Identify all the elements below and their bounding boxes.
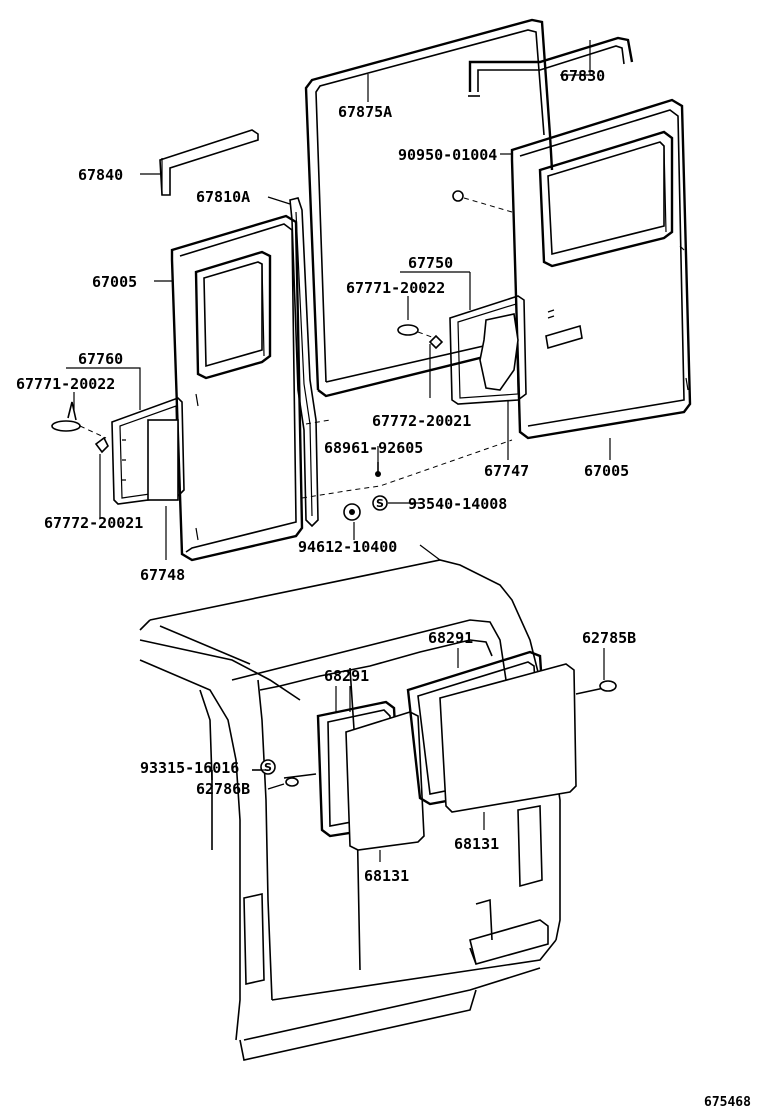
label-67005-right: 67005 (584, 462, 629, 480)
label-67772-left: 67772-20021 (44, 514, 143, 532)
weatherstrip-67875A (304, 18, 554, 398)
clip-90950 (452, 190, 513, 213)
label-67750: 67750 (408, 254, 453, 272)
upper-channel-67830 (468, 36, 634, 97)
label-68131-right: 68131 (454, 835, 499, 853)
label-90950: 90950-01004 (398, 146, 497, 164)
leader-lines (66, 40, 611, 862)
label-67875A: 67875A (338, 103, 392, 121)
right-door-67005 (510, 98, 692, 440)
left-trim-board-67748 (111, 397, 185, 505)
washer-94612 (343, 503, 361, 521)
label-62786B: 62786B (196, 780, 250, 798)
channel-67840 (159, 129, 259, 196)
label-67830: 67830 (560, 67, 605, 85)
label-67005-left: 67005 (92, 273, 137, 291)
figure-number: 675468 (704, 1095, 751, 1110)
label-68961: 68961-92605 (324, 439, 423, 457)
right-inner-handle (397, 324, 444, 350)
label-67772-right: 67772-20021 (372, 412, 471, 430)
screw-symbol-93540: S (372, 495, 388, 511)
label-67747: 67747 (484, 462, 529, 480)
label-62785B: 62785B (582, 629, 636, 647)
left-inner-handle (51, 401, 107, 439)
svg-text:S: S (376, 497, 384, 510)
clip-68961 (375, 462, 381, 477)
label-68291-left: 68291 (324, 667, 369, 685)
run-channel-67810A (289, 197, 319, 528)
label-67748: 67748 (140, 566, 185, 584)
screw-symbol-93315: S (260, 759, 276, 775)
label-67771-left: 67771-20022 (16, 375, 115, 393)
svg-text:S: S (264, 761, 272, 774)
left-door-67005 (170, 214, 304, 562)
right-glass-68131 (439, 663, 577, 813)
label-67810A: 67810A (196, 188, 250, 206)
latch-62786B (283, 773, 317, 787)
latch-62785B (575, 680, 617, 695)
label-68291-right: 68291 (428, 629, 473, 647)
label-67760: 67760 (78, 350, 123, 368)
vehicle-body (139, 559, 561, 1061)
label-93540: 93540-14008 (408, 495, 507, 513)
label-67771-right: 67771-20022 (346, 279, 445, 297)
label-68131-left: 68131 (364, 867, 409, 885)
label-93315: 93315-16016 (140, 759, 239, 777)
label-67840: 67840 (78, 166, 123, 184)
right-trim-board-67747 (449, 295, 527, 405)
label-94612: 94612-10400 (298, 538, 397, 556)
left-handle-bezel (94, 436, 109, 454)
